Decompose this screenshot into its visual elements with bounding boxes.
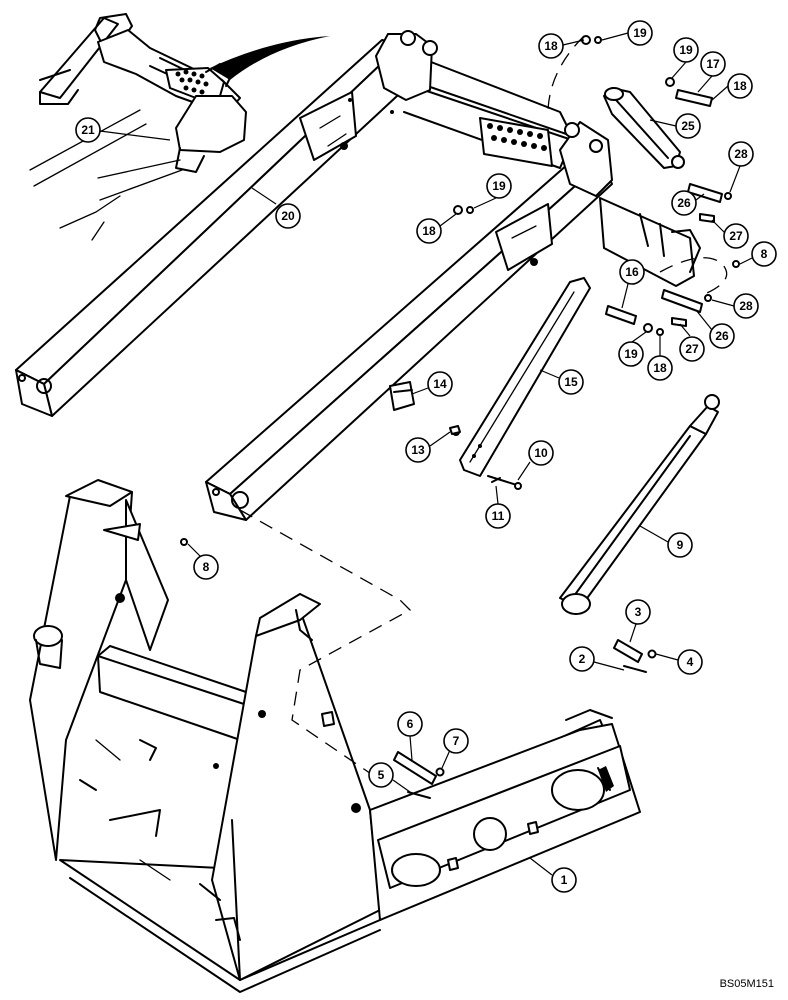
svg-text:3: 3: [635, 605, 642, 619]
svg-text:18: 18: [653, 361, 667, 375]
svg-text:10: 10: [534, 446, 548, 460]
callout-19-right: 19: [671, 37, 699, 79]
callout-19-mid: 19: [473, 173, 512, 209]
svg-text:28: 28: [739, 299, 753, 313]
callout-labels: 21 20 18 19 19 17 18: [75, 20, 777, 893]
document-code: BS05M151: [719, 978, 774, 990]
part-15-link: [459, 277, 591, 477]
callout-25: 25: [649, 113, 701, 139]
callout-11: 11: [485, 485, 511, 529]
part-6-pin: [393, 751, 437, 785]
svg-text:28: 28: [734, 147, 748, 161]
svg-text:6: 6: [407, 717, 414, 731]
svg-text:8: 8: [203, 560, 210, 574]
part-9-lift-cylinder: [559, 394, 720, 615]
part-5-bolt: [407, 791, 431, 799]
svg-text:19: 19: [633, 26, 647, 40]
callout-18-bottom: 18: [647, 336, 673, 381]
callout-10: 10: [517, 440, 554, 481]
part-14-bumper: [389, 381, 415, 411]
callout-8-top: 8: [739, 241, 777, 267]
part-7-nut: [435, 767, 445, 777]
svg-text:13: 13: [411, 443, 425, 457]
svg-text:5: 5: [378, 768, 385, 782]
small-hardware: [180, 35, 740, 546]
part-2-bolt: [623, 665, 647, 673]
svg-text:27: 27: [729, 229, 743, 243]
part-1-main-frame: [29, 479, 641, 993]
callout-19-bottom: 19: [618, 331, 647, 367]
callout-15: 15: [539, 369, 584, 395]
callout-26-top: 26: [671, 190, 705, 216]
callout-18-mid: 18: [416, 213, 457, 244]
part-17-pin: [675, 89, 713, 107]
callout-27-bottom: 27: [679, 323, 705, 362]
svg-text:18: 18: [733, 79, 747, 93]
svg-text:25: 25: [681, 119, 695, 133]
callout-2: 2: [569, 646, 625, 672]
callout-7: 7: [441, 728, 469, 769]
svg-text:11: 11: [492, 509, 505, 523]
assembly-guide-lines: [239, 35, 728, 781]
callout-16: 16: [619, 259, 645, 309]
svg-text:1: 1: [561, 873, 568, 887]
part-13-nut: [449, 425, 461, 435]
callout-18-top: 18: [538, 33, 585, 59]
svg-text:19: 19: [492, 179, 506, 193]
callout-19-top: 19: [601, 20, 653, 46]
callout-14: 14: [411, 371, 453, 397]
part-4-nut: [647, 649, 657, 659]
callout-17: 17: [697, 51, 726, 93]
part-25-bucket-cylinder: [603, 87, 685, 169]
callout-5: 5: [368, 762, 411, 793]
svg-text:14: 14: [433, 377, 447, 391]
callout-21: 21: [75, 117, 171, 143]
svg-text:9: 9: [677, 538, 684, 552]
callout-26-bottom: 26: [695, 309, 735, 349]
callout-4: 4: [655, 649, 703, 675]
part-26-pin-lower: [661, 289, 703, 327]
part-11-pin: [491, 477, 501, 483]
part-10-bolt: [487, 475, 522, 490]
part-21-attachment-assembly: [29, 13, 330, 241]
svg-text:2: 2: [579, 652, 586, 666]
callout-27-top: 27: [711, 219, 749, 249]
callout-18-right: 18: [711, 73, 753, 101]
svg-text:18: 18: [544, 39, 558, 53]
callout-9: 9: [639, 525, 693, 558]
svg-text:19: 19: [679, 43, 693, 57]
svg-text:26: 26: [677, 196, 691, 210]
svg-text:15: 15: [564, 375, 578, 389]
svg-text:26: 26: [715, 329, 729, 343]
callout-3: 3: [625, 599, 651, 643]
svg-text:4: 4: [687, 655, 694, 669]
svg-text:27: 27: [685, 342, 699, 356]
callout-6: 6: [397, 711, 423, 761]
part-3-pin: [613, 639, 643, 663]
svg-text:20: 20: [281, 209, 295, 223]
callout-28-top: 28: [728, 141, 754, 193]
callout-13: 13: [405, 431, 451, 463]
svg-text:17: 17: [706, 57, 720, 71]
part-16-pin: [605, 305, 637, 325]
svg-text:18: 18: [422, 224, 436, 238]
callout-20: 20: [251, 187, 301, 229]
callout-28-bottom: 28: [711, 293, 759, 319]
callout-8-bottom: 8: [187, 543, 219, 580]
svg-text:7: 7: [453, 734, 460, 748]
svg-text:21: 21: [81, 123, 95, 137]
svg-text:16: 16: [625, 265, 639, 279]
svg-text:19: 19: [624, 347, 638, 361]
svg-text:8: 8: [761, 247, 768, 261]
callout-1: 1: [529, 857, 577, 893]
part-20-loader-arm-assembly: [15, 30, 701, 521]
